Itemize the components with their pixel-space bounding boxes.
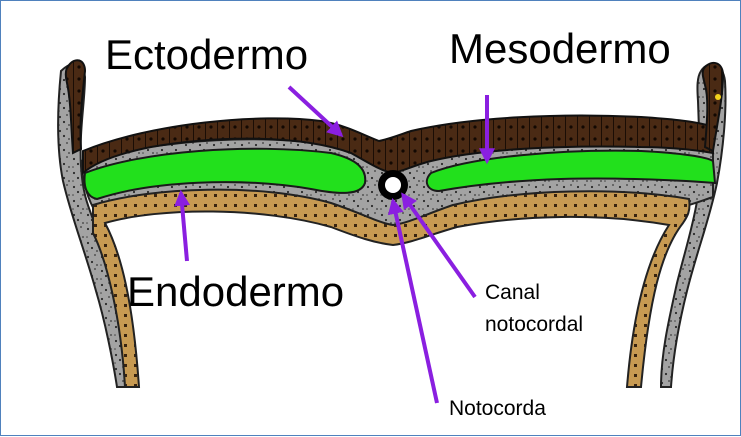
mesoderm-label: Mesodermo [449, 25, 671, 72]
canal-label-line2: notocordal [485, 313, 583, 336]
canal-label-line1: Canal [485, 281, 540, 304]
ectoderm-label: Ectodermo [105, 31, 308, 78]
notochordal-canal-shape [385, 177, 401, 193]
endoderm-label: Endodermo [127, 268, 344, 315]
notochord-label: Notocorda [449, 397, 546, 420]
yellow-marker [715, 94, 721, 100]
